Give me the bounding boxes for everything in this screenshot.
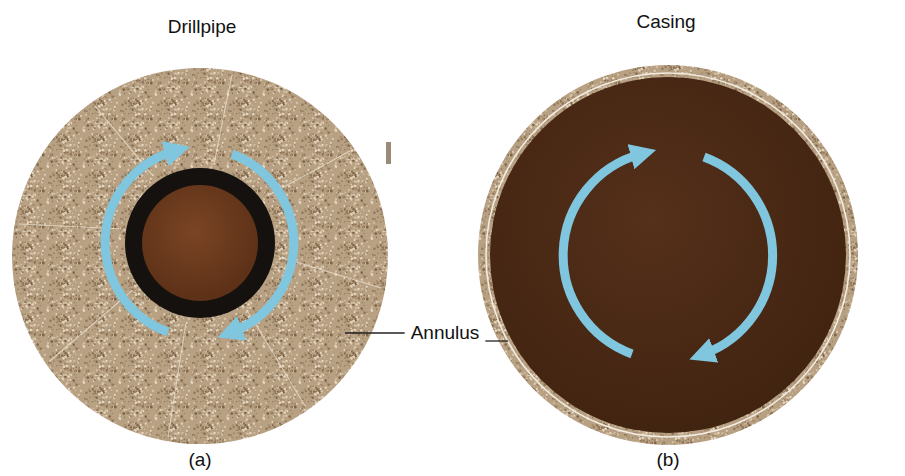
leader-line	[345, 332, 405, 333]
section-title: Drillpipe	[168, 16, 237, 38]
radial-cracks	[19, 75, 381, 437]
drillpipe-section	[12, 68, 391, 444]
radial-crack	[168, 324, 186, 437]
casing-section	[478, 65, 858, 445]
rotation-arrow	[105, 151, 175, 332]
drillpipe-bore	[142, 185, 258, 301]
section-title: Casing	[636, 11, 695, 33]
annulus-wall	[12, 68, 388, 444]
annulus-wall	[478, 65, 858, 445]
casing-bore	[490, 77, 846, 433]
panel-letter: (a)	[188, 449, 211, 471]
rotation-arrow	[563, 154, 641, 354]
panel-letter: (b)	[656, 449, 679, 471]
radial-crack	[214, 75, 232, 162]
casing-ring	[486, 73, 850, 437]
leader-line	[485, 340, 508, 341]
rotation-arrow	[232, 154, 294, 332]
annulus-label: Annulus	[411, 322, 480, 344]
wall-notch	[386, 142, 391, 164]
rotation-arrow	[704, 157, 773, 354]
drillpipe-wall	[125, 168, 275, 318]
